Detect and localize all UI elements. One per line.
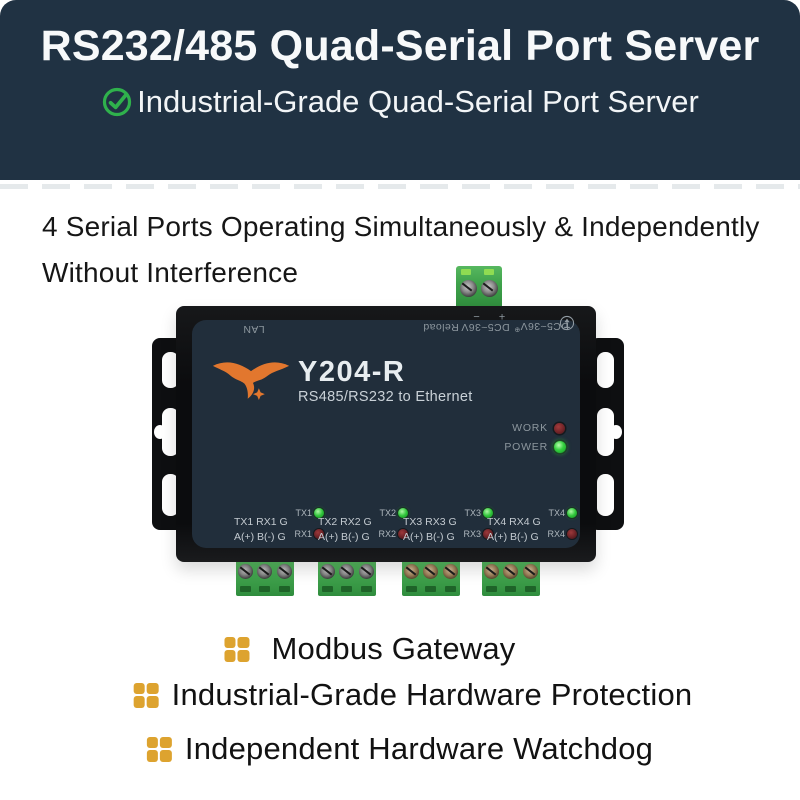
feature-label: Modbus Gateway bbox=[271, 631, 516, 666]
tx-led-label: TX1 bbox=[295, 508, 312, 518]
tx-led-label: TX4 bbox=[548, 508, 565, 518]
rx-led bbox=[483, 529, 493, 539]
grid-bullet-icon bbox=[224, 636, 250, 662]
power-led-label: POWER bbox=[504, 441, 548, 453]
tx-led bbox=[567, 508, 577, 518]
serial-terminal-block-1 bbox=[236, 558, 294, 596]
rx-led-label: RX3 bbox=[463, 529, 481, 539]
dashed-divider bbox=[0, 184, 800, 189]
tx-led bbox=[314, 508, 324, 518]
power-terminal-block bbox=[456, 266, 502, 310]
dc-range-text: DC5~36V bbox=[461, 321, 510, 333]
model-number: Y204-R bbox=[298, 356, 406, 388]
intro-line-2: Without Interference bbox=[42, 257, 299, 288]
brand-bird-logo bbox=[212, 362, 290, 401]
power-led-row: POWER bbox=[490, 441, 566, 453]
mounting-hole bbox=[597, 474, 614, 516]
grid-bullet-icon bbox=[133, 682, 159, 708]
regulated-symbol: ⊕ bbox=[514, 325, 521, 333]
rx-led bbox=[314, 529, 324, 539]
tx-led-label: TX3 bbox=[464, 508, 481, 518]
power-led bbox=[554, 441, 566, 453]
feature-row-watchdog: Independent Hardware Watchdog bbox=[146, 731, 654, 767]
work-led-row: WORK bbox=[490, 422, 565, 434]
serial-terminal-block-2 bbox=[318, 558, 376, 596]
reload-label: Reload bbox=[423, 321, 459, 333]
mounting-hole bbox=[154, 425, 166, 439]
port-signal-labels: TX1 RX1 G bbox=[234, 516, 288, 528]
port-group-2: TX2 RX2 G A(+) B(-) G TX2 RX2 bbox=[318, 508, 408, 546]
intro-line-1: 4 Serial Ports Operating Simultaneously … bbox=[42, 211, 760, 242]
port-signal-labels: A(+) B(-) G bbox=[403, 531, 455, 543]
rx-led-label: RX1 bbox=[294, 529, 312, 539]
ground-icon bbox=[559, 315, 575, 331]
tx-led bbox=[483, 508, 493, 518]
dc-input-label: DC5~36V + − bbox=[461, 310, 510, 333]
port-group-3: TX3 RX3 G A(+) B(-) G TX3 RX3 bbox=[403, 508, 493, 546]
subtitle-text: Industrial-Grade Quad-Serial Port Server bbox=[137, 84, 699, 119]
rx-led bbox=[398, 529, 408, 539]
page-title: RS232/485 Quad-Serial Port Server bbox=[40, 22, 760, 70]
lan-label: LAN bbox=[243, 323, 265, 335]
check-circle-icon bbox=[103, 87, 132, 117]
header-banner: RS232/485 Quad-Serial Port Server Indust… bbox=[0, 0, 800, 180]
feature-row-modbus: Modbus Gateway bbox=[224, 631, 515, 667]
mounting-hole bbox=[162, 352, 179, 388]
grid-bullet-icon bbox=[146, 736, 172, 762]
tx-led-label: TX2 bbox=[379, 508, 396, 518]
terminal-screw bbox=[481, 280, 498, 297]
work-led-label: WORK bbox=[512, 422, 548, 434]
serial-terminal-block-4 bbox=[482, 558, 540, 596]
mounting-hole bbox=[162, 408, 179, 456]
terminal-screw bbox=[460, 280, 477, 297]
mounting-hole bbox=[162, 474, 179, 516]
mounting-hole bbox=[597, 408, 614, 456]
device-faceplate bbox=[192, 320, 580, 548]
serial-terminal-block-3 bbox=[402, 558, 460, 596]
port-group-1: TX1 RX1 G A(+) B(-) G TX1 RX1 bbox=[234, 508, 324, 546]
mounting-hole bbox=[597, 352, 614, 388]
port-signal-labels: TX4 RX4 G bbox=[487, 516, 541, 528]
rx-led-label: RX4 bbox=[547, 529, 565, 539]
intro-copy: 4 Serial Ports Operating Simultaneously … bbox=[42, 204, 760, 296]
tx-led bbox=[398, 508, 408, 518]
port-signal-labels: A(+) B(-) G bbox=[318, 531, 370, 543]
feature-row-protection: Industrial-Grade Hardware Protection bbox=[133, 677, 693, 713]
model-description: RS485/RS232 to Ethernet bbox=[298, 389, 473, 405]
port-group-4: TX4 RX4 G A(+) B(-) G TX4 RX4 bbox=[487, 508, 577, 546]
port-signal-labels: TX3 RX3 G bbox=[403, 516, 457, 528]
wire-slot bbox=[461, 269, 471, 275]
mounting-hole bbox=[610, 425, 622, 439]
feature-label: Independent Hardware Watchdog bbox=[184, 731, 654, 766]
polarity-marks: + − bbox=[465, 310, 506, 322]
subtitle-row: Industrial-Grade Quad-Serial Port Server bbox=[101, 84, 699, 120]
feature-label: Industrial-Grade Hardware Protection bbox=[171, 677, 693, 712]
port-signal-labels: A(+) B(-) G bbox=[234, 531, 286, 543]
port-signal-labels: TX2 RX2 G bbox=[318, 516, 372, 528]
rx-led-label: RX2 bbox=[378, 529, 396, 539]
wire-slot bbox=[484, 269, 494, 275]
rx-led bbox=[567, 529, 577, 539]
port-signal-labels: A(+) B(-) G bbox=[487, 531, 539, 543]
work-led bbox=[554, 422, 565, 434]
